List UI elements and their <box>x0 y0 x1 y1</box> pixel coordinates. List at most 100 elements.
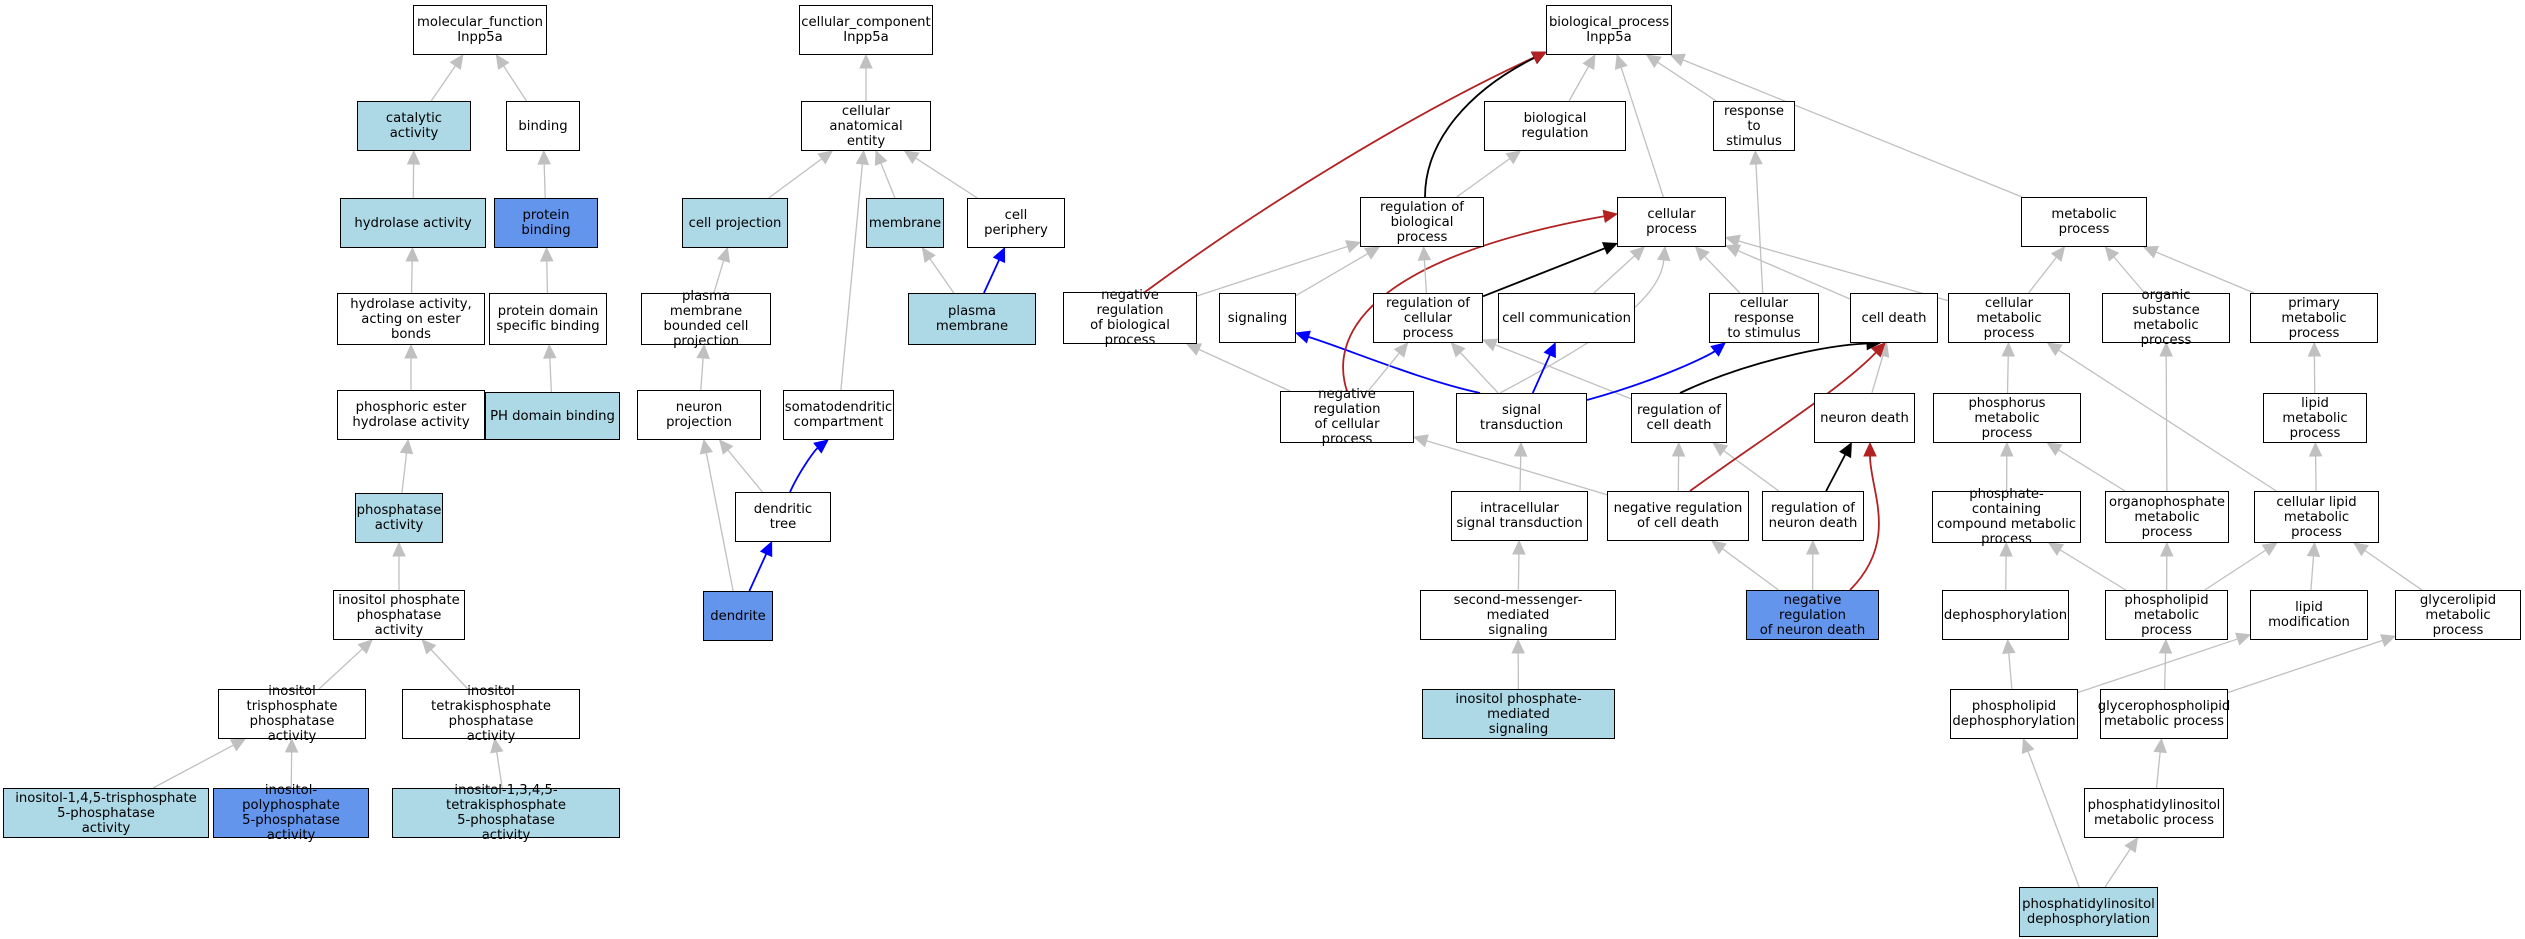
go-term-bio-reg: biological regulation <box>1484 101 1626 151</box>
edge-sig-trans-to-cell-comm <box>1531 354 1551 394</box>
edge-cell-resp-to-cell-proc <box>1704 255 1741 294</box>
edge-plasma-mem-to-periphery <box>983 259 1000 294</box>
go-term-pi-dephos: phosphatidylinositol dephosphorylation <box>2019 887 2158 937</box>
edge-reg-death-to-reg-cell-arrowhead <box>1481 338 1499 352</box>
edge-intra-sig-to-sig-trans-arrowhead <box>1513 441 1528 457</box>
go-term-phosphatase: phosphatase activity <box>355 493 443 543</box>
edge-orgphos-to-phos-metab <box>2058 449 2126 492</box>
edge-bio-reg-to-bp-root-arrowhead <box>1582 53 1596 71</box>
edge-neuron-death-to-cell-death <box>1871 355 1884 394</box>
edge-sig-trans-to-cell-resp-arrowhead <box>1710 342 1726 357</box>
edge-org-metab-to-metab <box>2113 256 2146 294</box>
edge-sig-trans-to-cell-comm-arrowhead <box>1543 341 1556 359</box>
edge-somato-to-cae <box>840 163 864 391</box>
go-term-cell-proj: cell projection <box>682 198 788 248</box>
go-term-dendrite: dendrite <box>703 591 773 641</box>
go-term-itris: inositol trisphosphate phosphatase activ… <box>218 684 366 744</box>
go-term-metab: metabolic process <box>2021 197 2147 247</box>
edge-cell-proc-to-bp-root <box>1620 67 1664 198</box>
edge-neg-neuron-to-neg-death-arrowhead <box>1711 540 1727 555</box>
edge-reg-neuron-to-reg-death <box>1723 450 1780 492</box>
edge-phosc-metab-to-phos-metab-arrowhead <box>2000 441 2014 457</box>
edge-i145-to-itris <box>152 744 234 789</box>
edge-ip-phosphatase-to-phosphatase-arrowhead <box>392 541 406 557</box>
edge-neuron-proj-to-pm-proj-arrowhead <box>696 343 710 359</box>
go-term-neg-death: negative regulation of cell death <box>1607 491 1749 541</box>
edge-reg-death-to-cell-death <box>1679 342 1868 394</box>
edge-prim-metab-to-metab-arrowhead <box>2142 245 2159 259</box>
edge-catalytic-to-mf-root <box>430 65 456 102</box>
edge-cell-resp-to-cell-proc-arrowhead <box>1694 246 1710 262</box>
go-term-i145: inositol-1,4,5-trisphosphate 5-phosphata… <box>3 788 209 838</box>
edge-hydrolase-to-catalytic-arrowhead <box>406 149 421 165</box>
edge-periphery-to-cae-arrowhead <box>903 150 920 165</box>
edge-phospholipid-to-cell-lipid <box>2204 549 2267 591</box>
go-term-neg-neuron: negative regulation of neuron death <box>1746 590 1879 640</box>
edge-itetra-to-ip-phosphatase <box>430 649 469 690</box>
edge-reg-death-to-reg-cell <box>1494 344 1632 400</box>
edge-pl-dephos-to-lipid-mod <box>2077 638 2238 694</box>
edge-pm-proj-to-cell-proj-arrowhead <box>717 246 731 263</box>
edge-i1345-to-itetra <box>496 751 503 789</box>
edge-cell-comm-to-cell-proc <box>1593 255 1635 294</box>
go-term-pd-binding: protein domain specific binding <box>489 293 607 345</box>
edge-reg-cell-to-reg-bio <box>1423 259 1428 294</box>
edge-itris-to-ip-phosphatase <box>318 648 363 690</box>
edge-sig-trans-to-reg-cell <box>1459 352 1499 394</box>
go-term-neg-cell: negative regulation of cellular process <box>1280 387 1414 447</box>
edge-cell-death-to-cell-proc-arrowhead <box>1724 244 1742 258</box>
go-term-signaling: signaling <box>1219 293 1296 343</box>
edge-ip-sig-to-second-msg-arrowhead <box>1511 638 1525 654</box>
go-term-reg-cell: regulation of cellular process <box>1373 293 1483 343</box>
edge-binding-to-mf-root <box>502 65 528 102</box>
edge-cell-metab-to-metab-arrowhead <box>2050 246 2066 262</box>
edge-metab-to-bp-root-arrowhead <box>1669 53 1686 67</box>
go-term-neg-bio: negative regulation of biological proces… <box>1063 288 1197 348</box>
edge-second-msg-to-intra-sig-arrowhead <box>1512 539 1526 555</box>
go-term-neuron-proj: neuron projection <box>637 390 761 440</box>
edge-cell-lipid-to-lipid-metab-arrowhead <box>2308 441 2323 457</box>
edge-pi-metab-to-gpl-metab <box>2155 751 2161 789</box>
edge-sig-trans-to-cell-resp <box>1586 350 1716 401</box>
go-term-cell-lipid: cellular lipid metabolic process <box>2254 491 2379 543</box>
edge-phospholipid-to-phosc-metab-arrowhead <box>2047 542 2065 556</box>
edge-i145-to-itris-arrowhead <box>229 738 247 752</box>
go-term-itetra: inositol tetrakisphosphate phosphatase a… <box>402 684 580 744</box>
edge-catalytic-to-mf-root-arrowhead <box>449 54 464 70</box>
go-term-pm-proj: plasma membrane bounded cell projection <box>641 289 771 349</box>
edge-pd-binding-to-protein-binding-arrowhead <box>540 246 554 262</box>
edge-plasma-mem-to-membrane-arrowhead <box>921 247 936 263</box>
edge-phospholipid-to-cell-lipid-arrowhead <box>2261 542 2278 557</box>
edge-pi-metab-to-gpl-metab-arrowhead <box>2153 737 2167 754</box>
go-term-second-msg: second-messenger-mediated signaling <box>1420 590 1616 640</box>
go-term-glycerolipid: glycerolipid metabolic process <box>2395 590 2521 640</box>
go-term-mf-root: molecular_function Inpp5a <box>413 5 547 55</box>
edge-neg-death-to-neg-cell-arrowhead <box>1412 434 1429 448</box>
edge-orgphos-to-org-metab <box>2165 355 2168 492</box>
edge-org-metab-to-metab-arrowhead <box>2104 246 2120 262</box>
edge-pd-binding-to-protein-binding <box>546 260 549 294</box>
edge-phospholipid-to-phosc-metab <box>2059 549 2127 591</box>
edge-membrane-to-cae-arrowhead <box>874 149 888 167</box>
edge-dephos-to-phosc-metab-arrowhead <box>1999 541 2013 557</box>
go-term-prim-metab: primary metabolic process <box>2250 293 2378 343</box>
edge-ipoly-to-itris-arrowhead <box>284 737 299 753</box>
go-term-ip-phosphatase: inositol phosphate phosphatase activity <box>333 590 465 640</box>
edge-plasma-mem-to-membrane <box>929 258 955 294</box>
edge-binding-to-mf-root-arrowhead <box>495 54 510 71</box>
edge-dendrite-to-dend-tree <box>748 553 768 592</box>
go-term-sig-trans: signal transduction <box>1456 393 1587 443</box>
go-term-neuron-death: neuron death <box>1814 393 1915 443</box>
edge-reg-cell-to-reg-bio-arrowhead <box>1417 245 1432 261</box>
edge-cell-lipid-to-cell-metab <box>2058 349 2277 492</box>
go-term-bp-root: biological_process Inpp5a <box>1546 5 1672 55</box>
go-term-phos-ester: phosphoric ester hydrolase activity <box>337 390 485 440</box>
go-term-hydro-ester: hydrolase activity, acting on ester bond… <box>337 293 485 345</box>
edge-sig-trans-to-cell-proc-arrowhead <box>1656 245 1671 262</box>
edge-dendrite-to-dend-tree-arrowhead <box>759 540 773 558</box>
go-term-pi-metab: phosphatidylinositol metabolic process <box>2084 788 2224 838</box>
edge-pi-dephos-to-pi-metab <box>2104 848 2131 888</box>
go-term-orgphos: organophosphate metabolic process <box>2105 491 2229 543</box>
edge-periphery-to-cae <box>915 157 978 199</box>
